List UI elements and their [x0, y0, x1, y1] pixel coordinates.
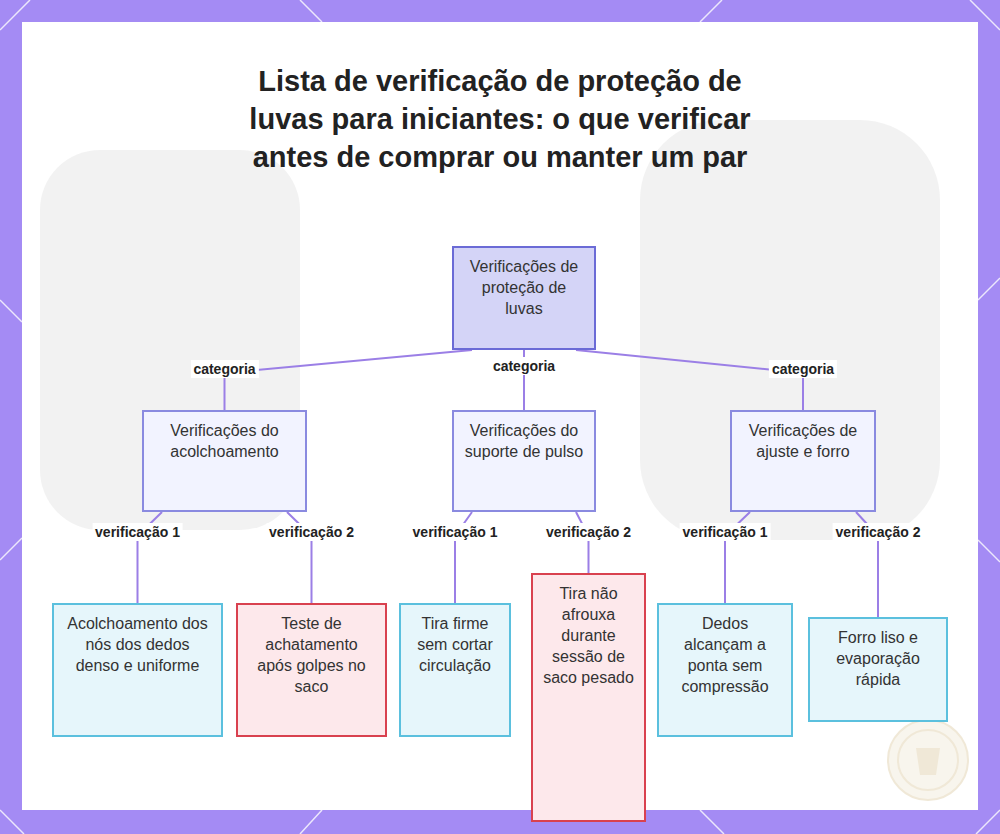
edge-label: verificação 2: [833, 523, 924, 541]
category-box: Verificações do acolchoamento: [142, 410, 307, 512]
node-text: Acolchoamento dos nós dos dedos denso e …: [64, 613, 211, 676]
check-box: Teste de achatamento após golpes no saco: [236, 603, 387, 737]
edge-label: verificação 1: [680, 523, 771, 541]
edge-label: categoria: [490, 357, 558, 375]
edge-label: verificação 1: [92, 523, 183, 541]
check-box: Dedos alcançam a ponta sem compressão: [657, 603, 793, 737]
category-box: Verificações do suporte de pulso: [452, 410, 596, 512]
node-text: Verificações de ajuste e forro: [742, 420, 864, 462]
diagram-title: Lista de verificação de proteção de luva…: [225, 62, 775, 176]
category-box: Verificações de ajuste e forro: [730, 410, 876, 512]
node-text: Verificações de proteção de luvas: [464, 256, 584, 319]
check-box: Forro liso e evaporação rápida: [808, 617, 948, 722]
edge-label: categoria: [190, 360, 258, 378]
node-text: Teste de achatamento após golpes no saco: [248, 613, 375, 697]
connector-line: [225, 350, 473, 410]
connector-line: [576, 350, 803, 410]
edge-label: categoria: [769, 360, 837, 378]
check-box: Tira firme sem cortar circulação: [399, 603, 511, 737]
edge-label: verificação 2: [543, 523, 634, 541]
node-text: Forro liso e evaporação rápida: [820, 627, 936, 690]
root-box: Verificações de proteção de luvas: [452, 246, 596, 350]
edge-label: verificação 2: [266, 523, 357, 541]
edge-label: verificação 1: [410, 523, 501, 541]
node-text: Verificações do acolchoamento: [154, 420, 295, 462]
check-box: Tira não afrouxa durante sessão de saco …: [531, 573, 646, 822]
connector-line: [576, 512, 589, 573]
node-text: Dedos alcançam a ponta sem compressão: [669, 613, 781, 697]
node-text: Verificações do suporte de pulso: [464, 420, 584, 462]
node-text: Tira não afrouxa durante sessão de saco …: [543, 583, 634, 688]
check-box: Acolchoamento dos nós dos dedos denso e …: [52, 603, 223, 737]
node-text: Tira firme sem cortar circulação: [411, 613, 499, 676]
